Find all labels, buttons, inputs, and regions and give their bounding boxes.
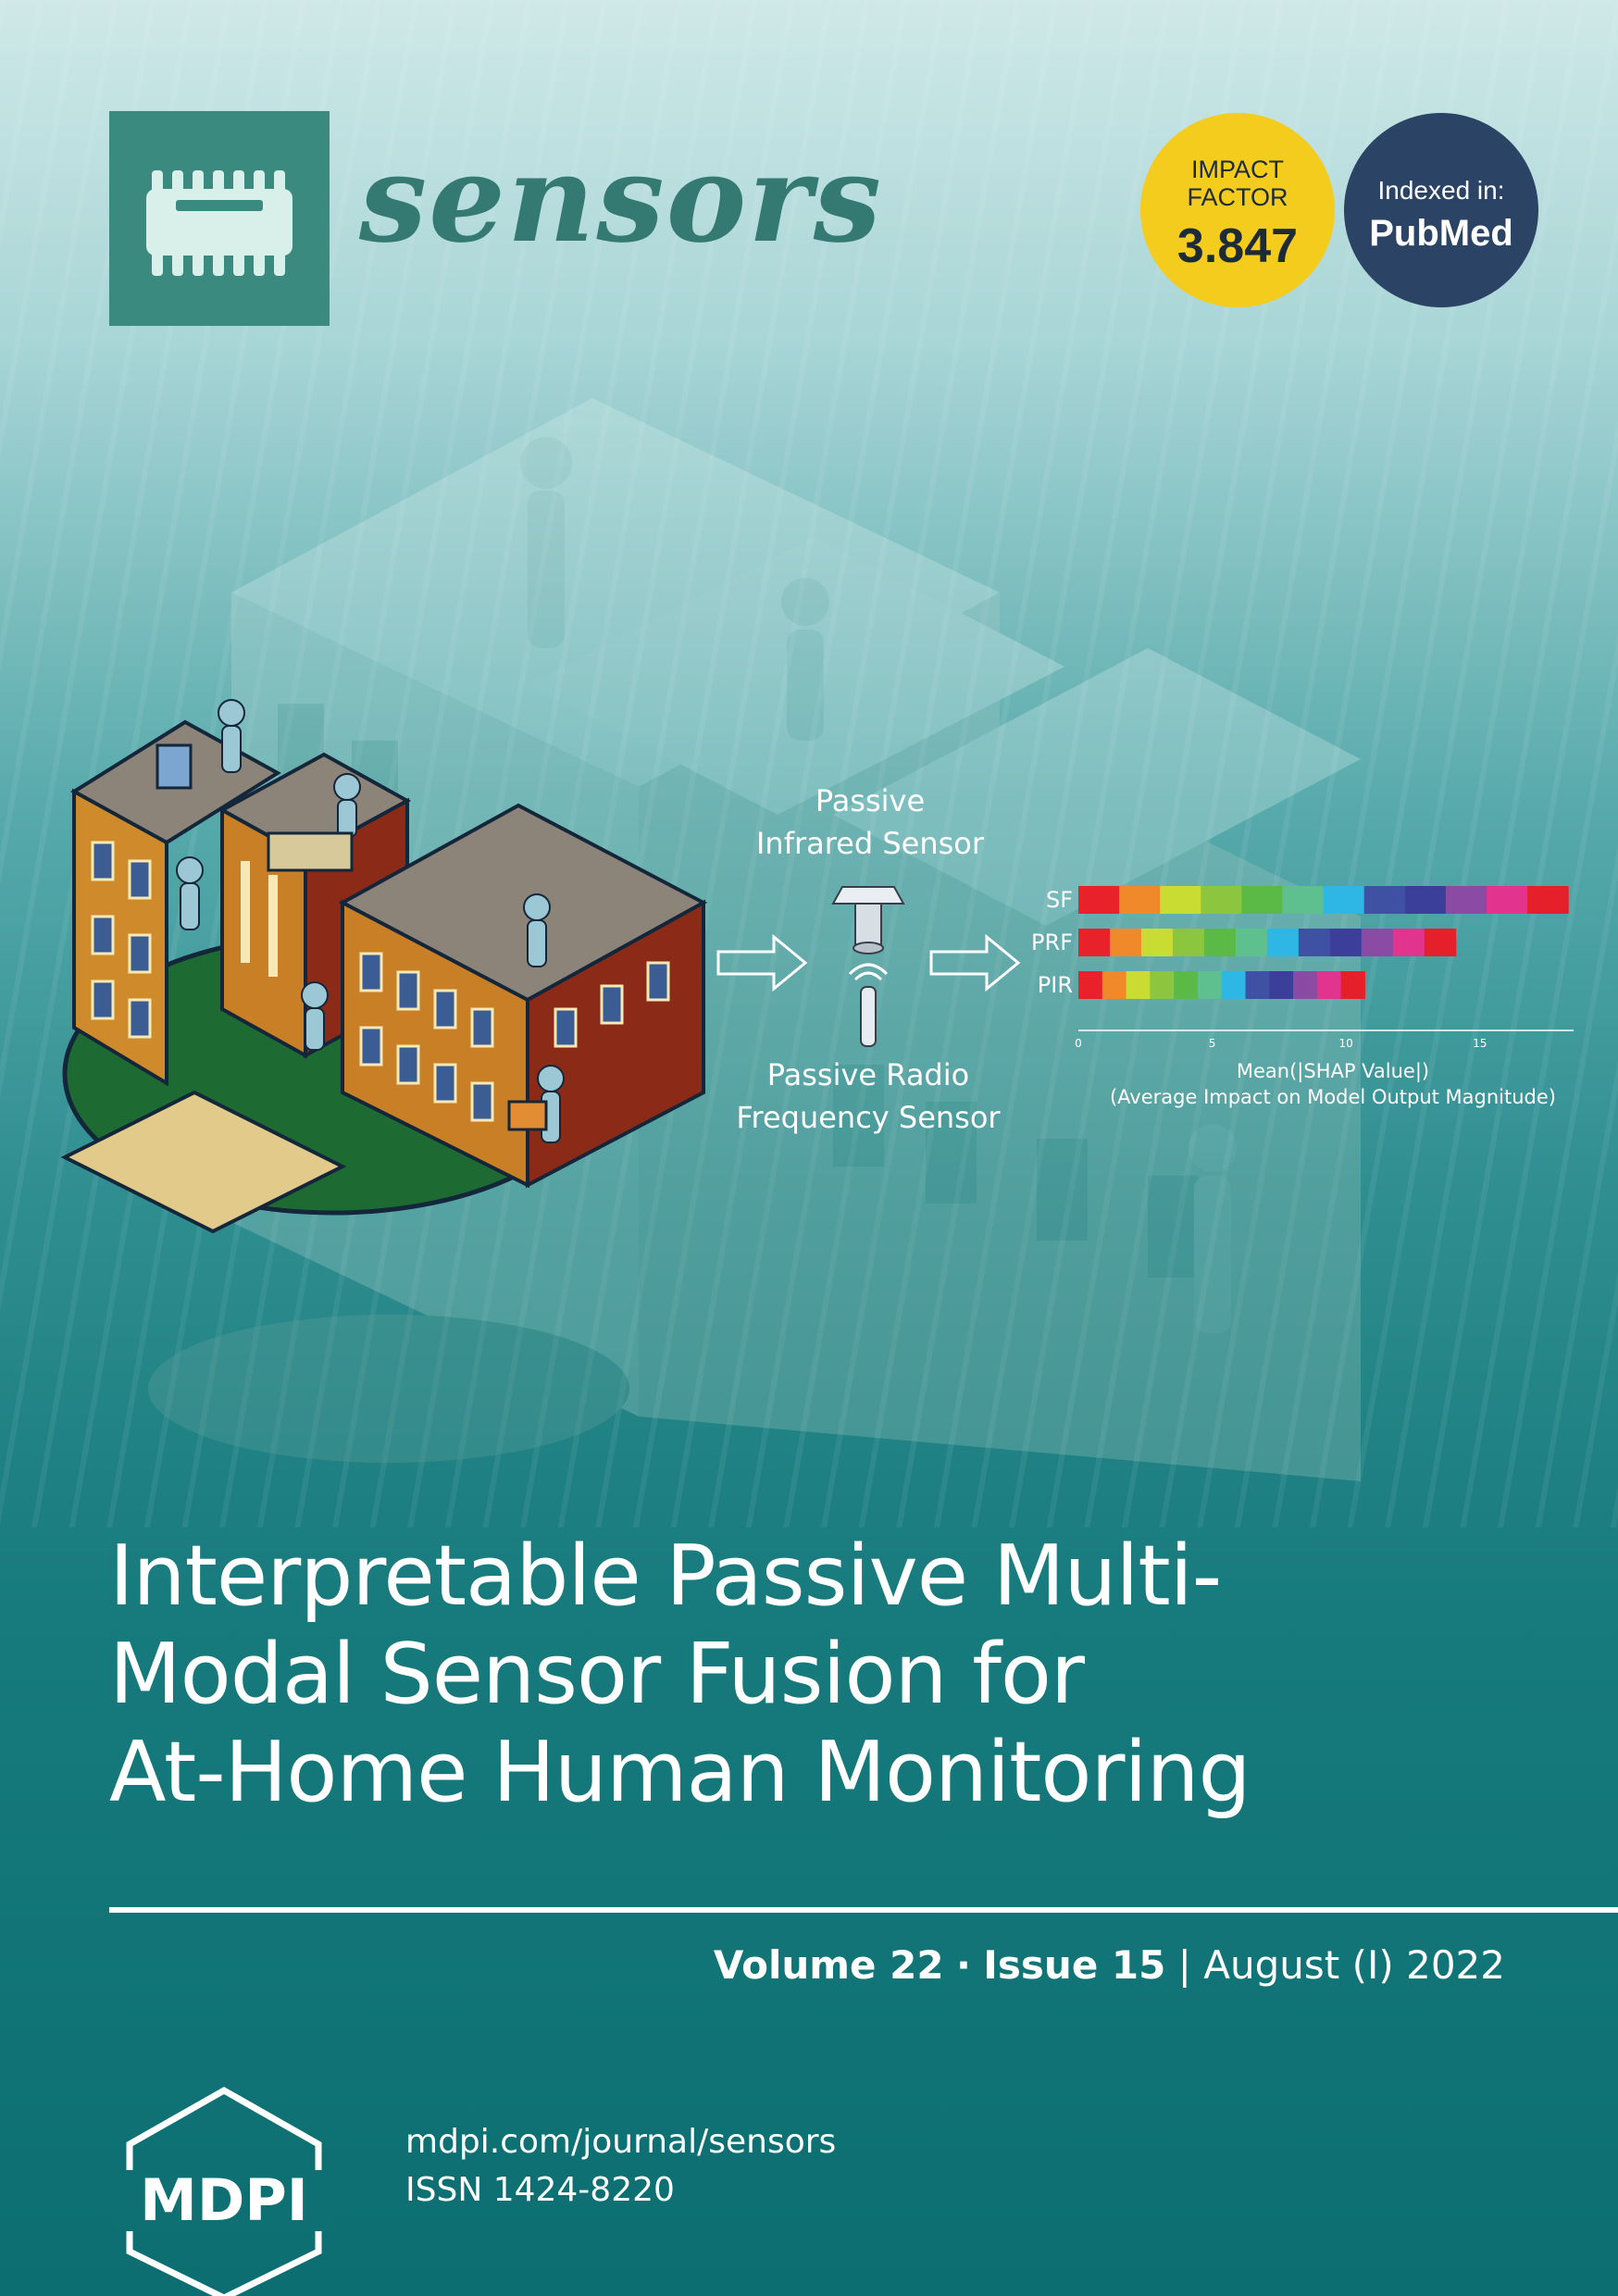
bar-segment-prf-8 xyxy=(1298,929,1331,956)
indexed-label: Indexed in: xyxy=(1377,176,1505,205)
bar-segment-pir-12 xyxy=(1340,971,1365,999)
bar-segment-sf-8 xyxy=(1363,886,1406,914)
shap-bar-chart: SF PRF PIR 0 5 10 15 xyxy=(1031,886,1574,1050)
title-divider xyxy=(109,1907,1618,1913)
bar-segment-pir-6 xyxy=(1197,971,1223,999)
bar-segment-prf-3 xyxy=(1140,929,1174,956)
impact-factor-value: 3.847 xyxy=(1176,219,1299,273)
bar-segment-sf-10 xyxy=(1445,886,1487,914)
bar-segment-pir-11 xyxy=(1316,971,1342,999)
x-tick-label-5: 5 xyxy=(1209,1037,1216,1050)
issue-label: Issue 15 xyxy=(983,1942,1166,1988)
arrow-right-icon xyxy=(716,933,808,992)
bar-label-sf: SF xyxy=(1046,887,1073,913)
bar-label-prf: PRF xyxy=(1031,930,1073,955)
bar-segment-sf-7 xyxy=(1323,886,1365,914)
bar-segment-prf-6 xyxy=(1235,929,1268,956)
issue-date: August (I) 2022 xyxy=(1203,1942,1505,1988)
title-line-3: At-Home Human Monitoring xyxy=(109,1724,1251,1821)
bar-segment-sf-5 xyxy=(1241,886,1284,914)
chart-x-axis-label: Mean(|SHAP Value|) (Average Impact on Mo… xyxy=(1109,1060,1557,1108)
bar-segment-pir-9 xyxy=(1269,971,1294,999)
bar-segment-prf-2 xyxy=(1109,929,1142,956)
title-line-1: Interpretable Passive Multi- xyxy=(109,1528,1222,1625)
pubmed-label: PubMed xyxy=(1369,213,1513,254)
bar-segment-prf-9 xyxy=(1329,929,1363,956)
bar-segment-sf-11 xyxy=(1487,886,1528,914)
pubmed-badge: Indexed in: PubMed xyxy=(1344,113,1538,307)
publisher-name: MDPI xyxy=(140,2166,308,2234)
bar-segment-sf-3 xyxy=(1160,886,1201,914)
bar-segment-pir-7 xyxy=(1221,971,1247,999)
x-tick-label-0: 0 xyxy=(1075,1037,1082,1050)
bar-segment-pir-2 xyxy=(1101,971,1127,999)
journal-issn: ISSN 1424-8220 xyxy=(405,2171,675,2209)
bar-segment-pir-10 xyxy=(1293,971,1318,999)
bar-segment-prf-11 xyxy=(1392,929,1425,956)
bar-segment-pir-1 xyxy=(1078,971,1103,999)
impact-label-line1: IMPACT xyxy=(1191,156,1284,183)
arrow-right-icon xyxy=(929,933,1021,992)
bar-segment-prf-1 xyxy=(1078,929,1111,956)
journal-logo xyxy=(109,111,330,326)
chip-icon xyxy=(146,170,292,276)
journal-url[interactable]: mdpi.com/journal/sensors xyxy=(405,2123,837,2161)
bar-segment-sf-1 xyxy=(1078,886,1120,914)
bar-segment-sf-2 xyxy=(1119,886,1161,914)
mdpi-logo: MDPI xyxy=(113,2086,335,2296)
bar-segment-prf-12 xyxy=(1424,929,1457,956)
bar-segment-prf-7 xyxy=(1266,929,1300,956)
issue-info: Volume 22 · Issue 15 | August (I) 2022 xyxy=(714,1942,1505,1988)
radio-sensor-icon xyxy=(848,963,889,1047)
volume-label: Volume 22 xyxy=(713,1942,944,1988)
bar-segment-sf-4 xyxy=(1201,886,1242,914)
infrared-sensor-icon xyxy=(831,886,905,955)
bar-segment-pir-4 xyxy=(1150,971,1175,999)
bar-segment-prf-10 xyxy=(1361,929,1394,956)
bar-segment-prf-5 xyxy=(1203,929,1237,956)
impact-label-line2: FACTOR xyxy=(1187,183,1288,211)
date-separator: | xyxy=(1177,1942,1191,1988)
bar-segment-pir-5 xyxy=(1174,971,1199,999)
impact-factor-badge: IMPACT FACTOR 3.847 xyxy=(1140,113,1335,307)
journal-name: sensors xyxy=(359,128,883,269)
article-title: Interpretable Passive Multi- Modal Senso… xyxy=(109,1528,1572,1822)
home-building-illustration xyxy=(60,699,708,1234)
publisher-info: mdpi.com/journal/sensors ISSN 1424-8220 xyxy=(405,2118,836,2215)
x-tick-label-10: 10 xyxy=(1339,1037,1353,1050)
bar-segment-pir-8 xyxy=(1245,971,1270,999)
bar-segment-sf-9 xyxy=(1404,886,1447,914)
bar-segment-prf-4 xyxy=(1172,929,1205,956)
prf-sensor-label: Passive Radio Frequency Sensor xyxy=(736,1057,1001,1135)
title-line-2: Modal Sensor Fusion for xyxy=(109,1626,1085,1723)
issue-separator: · xyxy=(955,1942,971,1988)
sensor-flow-graphic xyxy=(716,886,1021,1047)
x-tick-label-15: 15 xyxy=(1473,1037,1487,1050)
bar-segment-sf-6 xyxy=(1282,886,1325,914)
bar-label-pir: PIR xyxy=(1038,972,1073,998)
pir-sensor-label: Passive Infrared Sensor xyxy=(755,783,985,861)
bar-segment-sf-12 xyxy=(1527,886,1569,914)
bar-segment-pir-3 xyxy=(1126,971,1151,999)
